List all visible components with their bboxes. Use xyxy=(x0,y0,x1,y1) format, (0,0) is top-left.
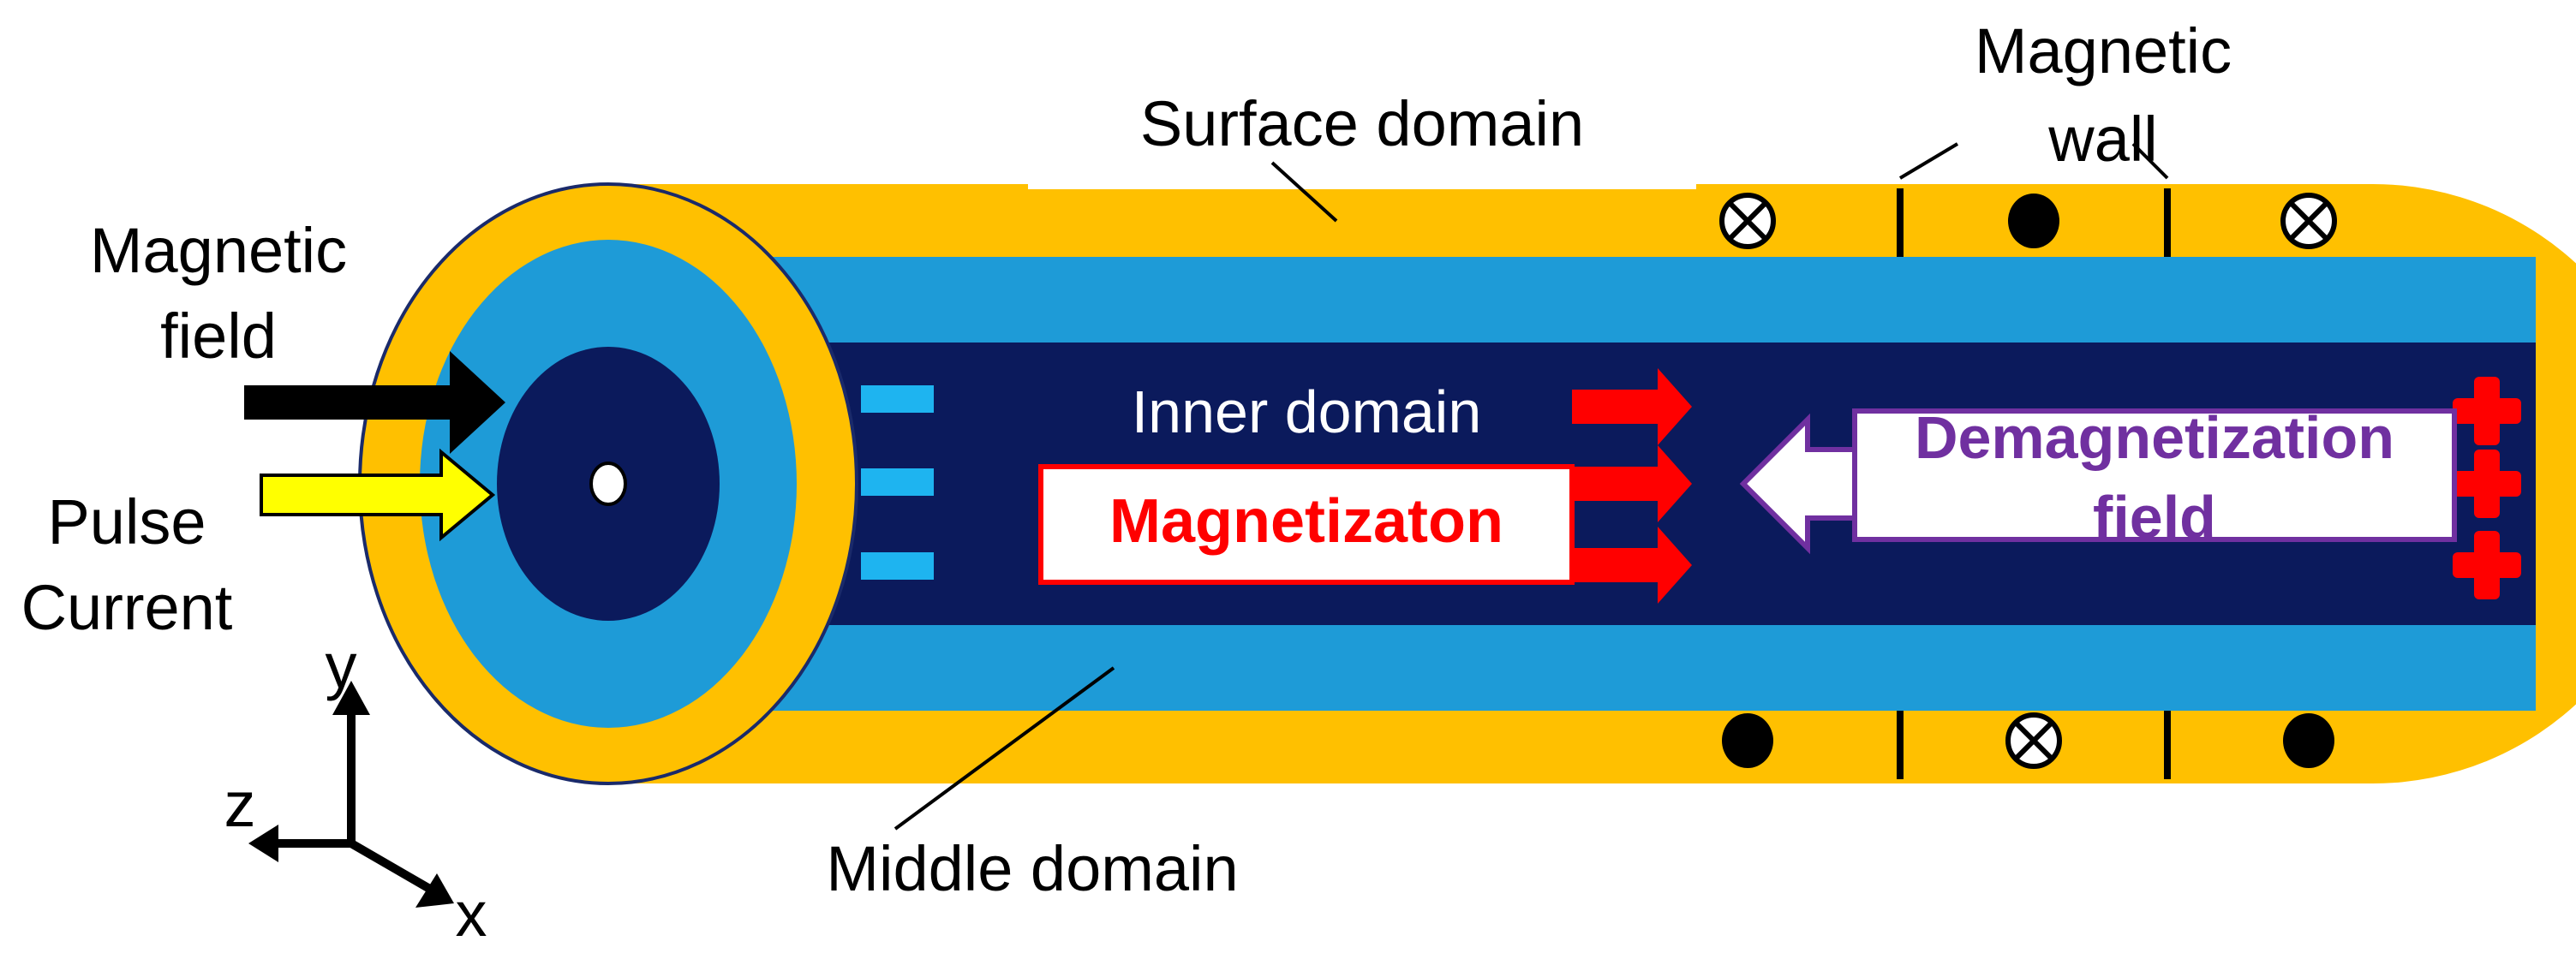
cross-circle-icon xyxy=(2280,193,2337,249)
magnetic-wall-leader-right xyxy=(2131,142,2169,180)
demag-box xyxy=(1852,408,2457,542)
magnetization-box xyxy=(1038,464,1575,585)
demag-label-line2: field xyxy=(2093,484,2216,551)
inner-domain-label: Inner domain xyxy=(1132,378,1482,445)
magnetic-wall-label-line2: wall xyxy=(2047,104,2157,175)
pulse-current-label-line2: Current xyxy=(21,572,233,643)
cross-circle-icon xyxy=(2005,712,2062,769)
axis-y-label: y xyxy=(326,630,357,701)
surface-domain-label: Surface domain xyxy=(1140,88,1584,159)
middle-domain-leader xyxy=(894,666,1115,831)
magnetic-wall-leader-left xyxy=(1898,142,1959,180)
pulse-current-label-line1: Pulse xyxy=(47,486,206,557)
magnetic-field-label-line1: Magnetic xyxy=(90,215,347,286)
surface-domain-leader xyxy=(1270,161,1338,223)
axis-z-label: z xyxy=(224,769,256,840)
plus-icon xyxy=(2453,531,2521,599)
magnetization-label: Magnetizaton xyxy=(1109,487,1503,556)
minus-icon xyxy=(861,468,934,496)
axis-y-arrowhead xyxy=(332,681,370,715)
cross-circle-icon xyxy=(1719,193,1776,249)
dot-circle-icon xyxy=(1722,713,1773,768)
minus-icon xyxy=(861,552,934,580)
magnetization-arrow-icon xyxy=(1572,445,1692,522)
magnetic-wall-label-line1: Magnetic xyxy=(1975,15,2232,86)
middle-domain-label: Middle domain xyxy=(826,833,1238,904)
dot-circle-icon xyxy=(2283,713,2334,768)
pulse-current-arrow-icon xyxy=(260,448,496,542)
dot-circle-icon xyxy=(2008,194,2059,248)
magnetic-field-arrow-icon xyxy=(244,351,505,454)
top-gap xyxy=(1028,176,1696,189)
axis-x-arrowhead xyxy=(415,873,454,908)
demag-label-line1: Demagnetization xyxy=(1915,404,2394,471)
coordinate-axes xyxy=(274,711,435,895)
center-wire-dot xyxy=(589,462,627,506)
axis-x-label: x xyxy=(456,879,487,950)
axis-z-arrowhead xyxy=(248,825,278,862)
magnetic-field-label-line2: field xyxy=(160,301,277,372)
magnetization-arrow-icon xyxy=(1572,527,1692,604)
minus-icon xyxy=(861,385,934,413)
plus-icon xyxy=(2453,450,2521,518)
plus-icon xyxy=(2453,377,2521,445)
magnetization-arrow-icon xyxy=(1572,368,1692,445)
